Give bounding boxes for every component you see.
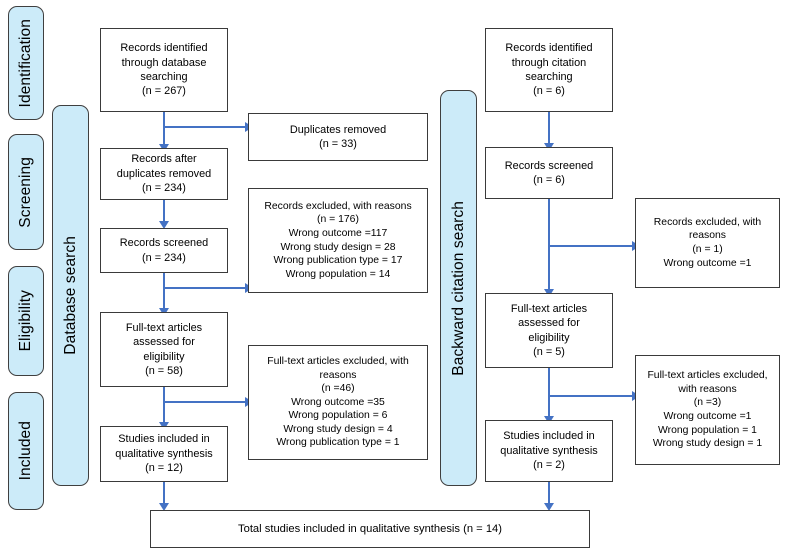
box-line: Duplicates removed	[289, 123, 387, 136]
box-line: Full-text articles	[125, 321, 203, 334]
box-line: qualitative synthesis	[500, 444, 598, 457]
connector-fulltext-to-included	[163, 386, 165, 426]
connector-db-included-to-total	[163, 481, 165, 507]
box-records-excluded-database: Records excluded, with reasons (n = 176)…	[248, 188, 428, 293]
box-line: reasons	[319, 369, 357, 381]
source-label-backward-citation-search: Backward citation search	[449, 200, 467, 376]
connector-cite-included-to-total	[548, 481, 550, 507]
box-line: Wrong population = 14	[285, 268, 391, 280]
box-line: Records identified	[120, 42, 208, 55]
box-line: (n =3)	[693, 397, 722, 409]
box-line: eligibility	[143, 350, 185, 363]
arrowhead-db-included-to-total	[159, 503, 169, 511]
box-line: (n = 234)	[142, 182, 186, 195]
box-total-studies-included: Total studies included in qualitative sy…	[150, 510, 590, 548]
connector-cite-fulltext-to-excluded	[548, 395, 634, 397]
box-line: (n = 6)	[533, 85, 565, 98]
box-line: Wrong study design = 28	[280, 241, 396, 253]
box-line: assessed for	[133, 336, 195, 349]
box-fulltext-assessed-database: Full-text articles assessed for eligibil…	[100, 312, 228, 387]
box-line: (n = 267)	[142, 85, 186, 98]
box-line: eligibility	[528, 331, 570, 344]
box-line: reasons	[689, 230, 726, 242]
box-line: Studies included in	[118, 433, 210, 446]
box-line: through citation	[511, 56, 587, 69]
source-bar-backward-citation-search: Backward citation search	[440, 90, 477, 486]
stage-label-eligibility: Eligibility	[17, 290, 35, 352]
box-line: (n = 1)	[692, 244, 723, 255]
source-bar-database-search: Database search	[52, 105, 89, 486]
box-line: Wrong outcome =35	[291, 396, 385, 408]
arrowhead-afterdup-to-screened	[159, 221, 169, 229]
box-line: (n = 2)	[533, 459, 565, 472]
box-records-screened-citation: Records screened (n = 6)	[485, 147, 613, 199]
box-fulltext-excluded-database: Full-text articles excluded, with reason…	[248, 345, 428, 460]
box-line: (n = 6)	[533, 174, 565, 186]
arrowhead-cite-included-to-total	[544, 503, 554, 511]
source-label-database-search: Database search	[61, 236, 79, 355]
box-line: searching	[525, 71, 573, 83]
box-line: Wrong population = 6	[288, 410, 388, 422]
box-records-excluded-citation: Records excluded, with reasons (n = 1) W…	[635, 198, 780, 288]
box-line: (n =46)	[321, 383, 355, 395]
stage-bar-screening: Screening	[8, 134, 44, 250]
box-records-identified-citation: Records identified through citation sear…	[485, 28, 613, 112]
box-line: Studies included in	[503, 430, 595, 443]
box-line: Records excluded, with reasons	[264, 200, 412, 212]
box-line: (n = 12)	[145, 462, 183, 475]
box-duplicates-removed: Duplicates removed (n = 33)	[248, 113, 428, 161]
box-line: through database	[121, 56, 207, 69]
box-line: Records identified	[505, 42, 593, 55]
connector-identified-to-afterdup	[163, 111, 165, 148]
connector-screened-to-fulltext	[163, 272, 165, 312]
box-line: Wrong publication type = 17	[273, 255, 403, 267]
box-line: Wrong outcome =1	[663, 411, 752, 422]
box-line: Full-text articles excluded, with	[267, 356, 409, 368]
box-line: (n = 176)	[317, 214, 359, 226]
box-line: Wrong outcome =117	[288, 227, 388, 239]
box-line: with reasons	[678, 383, 737, 395]
box-line: (n = 58)	[145, 364, 183, 377]
box-line: duplicates removed	[116, 167, 212, 180]
connector-cite-fulltext-to-included	[548, 368, 550, 420]
box-studies-included-citation: Studies included in qualitative synthesi…	[485, 420, 613, 482]
stage-bar-eligibility: Eligibility	[8, 266, 44, 376]
total-text: Total studies included in qualitative sy…	[238, 522, 502, 535]
box-line: Full-text articles	[510, 302, 588, 315]
connector-afterdup-to-screened	[163, 199, 165, 225]
box-records-after-duplicates-removed: Records after duplicates removed (n = 23…	[100, 148, 228, 200]
connector-cite-screened-to-excluded	[548, 245, 634, 247]
box-line: Records screened	[504, 159, 594, 172]
box-records-screened-database: Records screened (n = 234)	[100, 228, 228, 273]
stage-bar-identification: Identification	[8, 6, 44, 120]
box-line: Records screened	[119, 237, 209, 250]
stage-label-identification: Identification	[17, 18, 35, 108]
box-line: Wrong outcome =1	[663, 257, 752, 269]
box-line: qualitative synthesis	[115, 447, 213, 460]
connector-fulltext-to-excluded	[163, 401, 247, 403]
box-fulltext-excluded-citation: Full-text articles excluded, with reason…	[635, 355, 780, 465]
stage-bar-included: Included	[8, 392, 44, 510]
box-line: (n = 33)	[319, 138, 357, 150]
box-line: Wrong study design = 4	[283, 423, 393, 435]
stage-label-included: Included	[17, 421, 35, 481]
box-line: (n = 234)	[142, 251, 186, 264]
connector-screened-to-excluded	[163, 287, 247, 289]
box-line: Wrong study design = 1	[652, 438, 763, 450]
connector-identified-to-duplicates	[163, 126, 247, 128]
box-line: Wrong population = 1	[658, 424, 757, 436]
connector-cite-identified-to-screened	[548, 111, 550, 147]
box-line: Records after	[131, 153, 197, 166]
box-line: Records excluded, with	[653, 216, 762, 228]
box-line: Full-text articles excluded,	[647, 370, 768, 382]
box-studies-included-database: Studies included in qualitative synthesi…	[100, 426, 228, 482]
stage-label-screening: Screening	[17, 156, 35, 228]
box-records-identified-database: Records identified through database sear…	[100, 28, 228, 112]
box-line: (n = 5)	[533, 345, 565, 358]
box-fulltext-assessed-citation: Full-text articles assessed for eligibil…	[485, 293, 613, 368]
box-line: searching	[140, 71, 188, 83]
box-line: assessed for	[518, 317, 580, 330]
box-line: Wrong publication type = 1	[276, 437, 400, 449]
